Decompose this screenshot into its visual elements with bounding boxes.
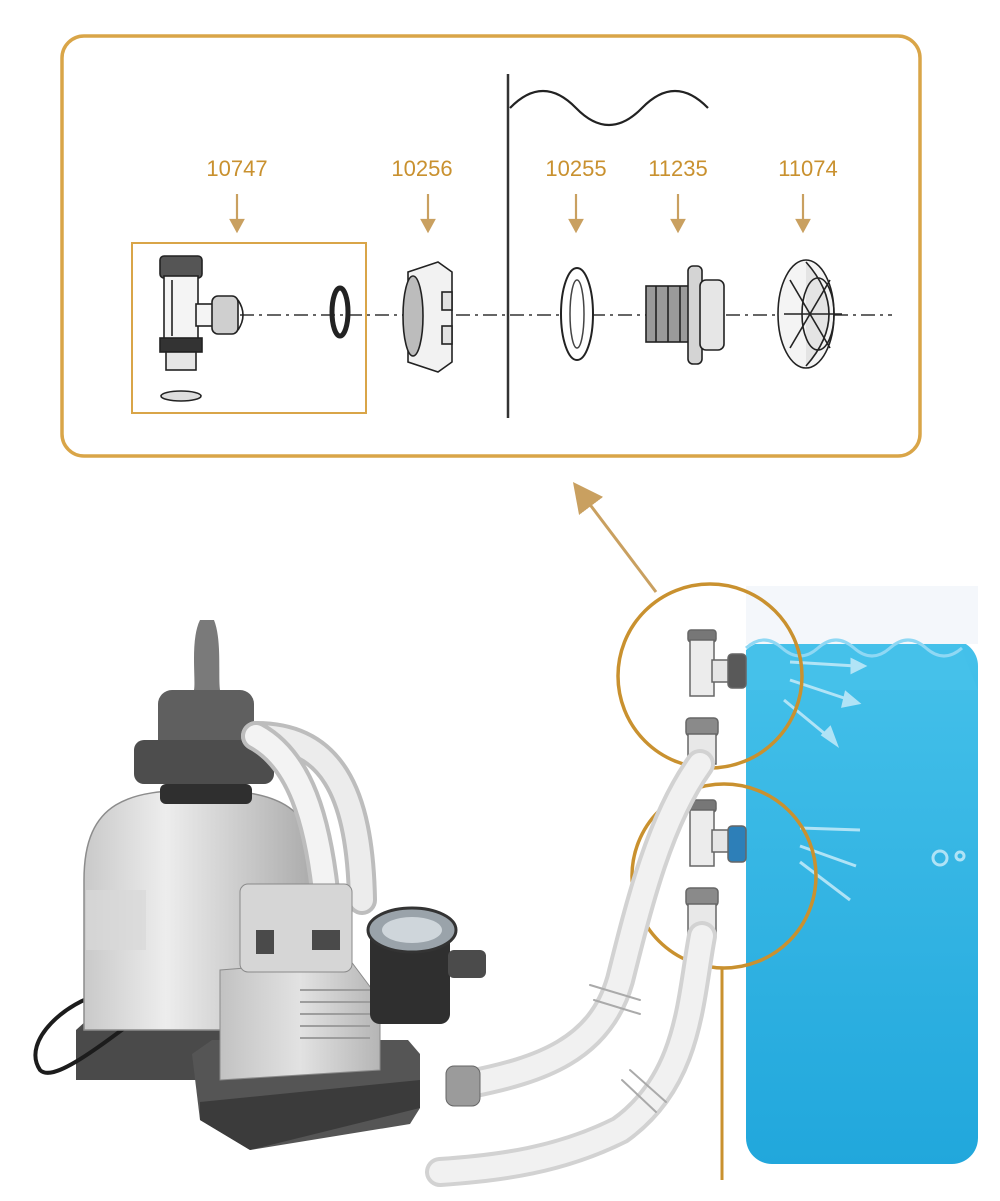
part-label-10256: 10256	[391, 156, 452, 181]
part-label-10255: 10255	[545, 156, 606, 181]
pool	[745, 586, 978, 1164]
part-label-11074: 11074	[778, 156, 838, 181]
water-wave-line	[509, 89, 709, 127]
outlet-detail-circle	[630, 782, 818, 970]
pool-wave-highlight	[745, 638, 963, 658]
parts-panel: 10747 10256 10255 11235 11074	[60, 34, 922, 458]
pump-motor	[219, 959, 381, 1081]
plunger-valve-drawing	[159, 255, 244, 402]
inlet-fitting	[685, 629, 747, 765]
pool-wall-back	[746, 586, 978, 644]
sand-filter-pump	[33, 620, 486, 1150]
pump-timer-box	[239, 883, 353, 973]
valve-assembly-box	[131, 242, 367, 414]
hose-end-fitting	[445, 1065, 481, 1107]
outlet-fitting	[685, 799, 747, 935]
o-ring-drawing	[329, 285, 351, 339]
part-label-11235: 11235	[648, 156, 708, 181]
nut-drawing-10256	[402, 261, 453, 373]
part-label-10747: 10747	[206, 156, 267, 181]
parts-panel-frame	[60, 34, 922, 458]
label-arrows	[229, 194, 811, 234]
connector-drawing-11235	[645, 265, 725, 365]
gasket-inner-ring	[569, 279, 585, 349]
tank-label-plate	[86, 890, 146, 950]
strainer-drawing-11074	[777, 259, 842, 369]
detail-leader-arrow	[572, 482, 658, 593]
pool-hoses	[425, 749, 717, 1187]
pool-water	[746, 640, 978, 1164]
